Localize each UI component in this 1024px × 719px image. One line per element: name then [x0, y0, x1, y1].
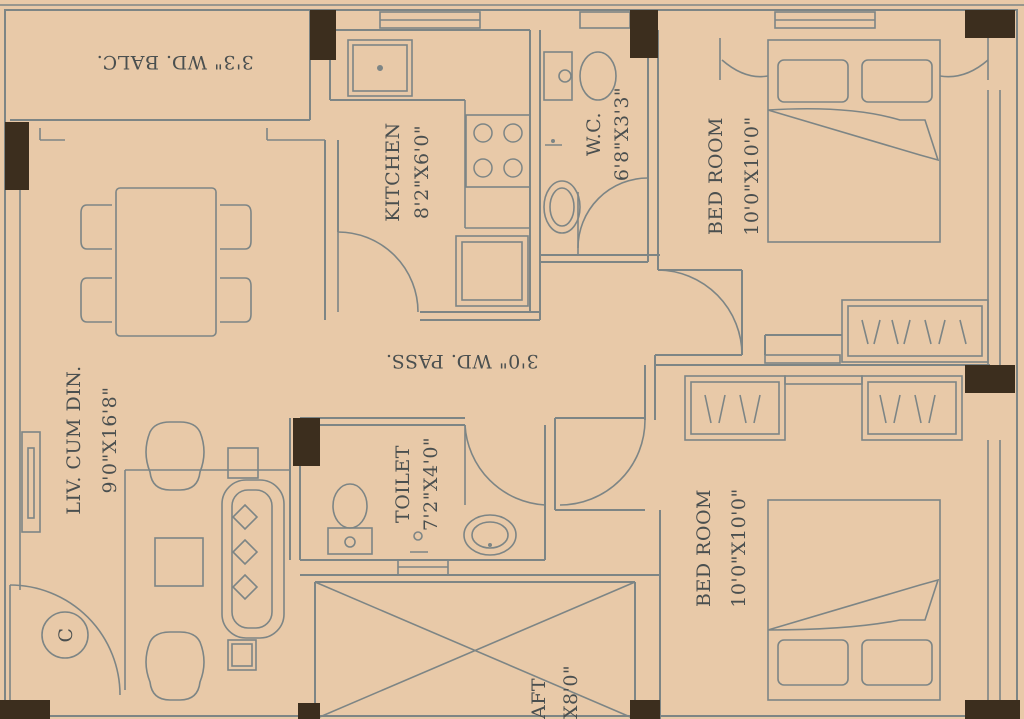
- interior-walls: [10, 10, 990, 719]
- wardrobe-icon: [684, 375, 786, 441]
- bed-icon: [767, 39, 941, 243]
- shaft-size: X8'0": [560, 665, 582, 719]
- kitchen-name: KITCHEN: [382, 122, 404, 221]
- bedroom2-name: BED ROOM: [693, 489, 715, 607]
- coffee-table-icon: [154, 537, 204, 587]
- kitchen-size: 8'2"X6'0": [411, 125, 433, 219]
- bedroom1-furniture: [719, 38, 989, 364]
- armchair-icon: [145, 421, 205, 491]
- wc-size: 6'8"X3'3": [611, 87, 633, 181]
- living-size: 9'0"X16'8": [99, 387, 121, 494]
- bedroom1-size: 10'0"X10'0": [741, 116, 763, 235]
- armchair-icon: [145, 631, 205, 701]
- balcony-name: 3'3" WD. BALC.: [96, 51, 254, 73]
- passage-name: 3'0" WD. PASS.: [385, 350, 538, 372]
- bed-icon: [767, 499, 941, 701]
- wardrobe-icon: [841, 299, 989, 363]
- doors: [9, 177, 743, 700]
- refrigerator-icon: [455, 235, 529, 307]
- cupboard-symbol: C: [41, 611, 89, 659]
- dining-table-icon: [115, 187, 217, 337]
- wc-fixtures: [543, 51, 617, 234]
- shaft-name: AFT: [528, 678, 550, 719]
- toilet-name: TOILET: [392, 445, 414, 523]
- bedroom1-name: BED ROOM: [705, 117, 727, 235]
- stove-icon: [465, 114, 531, 188]
- wc-name: W.C.: [583, 112, 605, 156]
- living-furniture: [21, 421, 285, 701]
- toilet-fixtures: [327, 483, 517, 556]
- kitchen-sink: [347, 39, 413, 97]
- kitchen-fixtures: [347, 39, 531, 307]
- windows: [379, 11, 876, 576]
- bedroom2-size: 10'0"X10'0": [728, 488, 750, 607]
- toilet-basin-icon: [463, 514, 517, 556]
- wc-basin-icon: [543, 180, 581, 234]
- wc-toilet-icon: [579, 51, 617, 101]
- living-name: LIV. CUM DIN.: [63, 365, 85, 514]
- dining-set: [80, 187, 252, 337]
- tv-unit-icon: [21, 431, 41, 533]
- room-labels: 3'3" WD. BALC. KITCHEN 8'2"X6'0" W.C. 6'…: [63, 51, 763, 719]
- toilet-size: 7'2"X4'0": [420, 437, 442, 531]
- wardrobe-icon: [861, 375, 963, 441]
- bedroom2-furniture: [684, 375, 963, 701]
- sofa-icon: [221, 479, 285, 639]
- columns: [0, 10, 1020, 719]
- cupboard-symbol-label: C: [55, 627, 77, 642]
- outer-walls: [0, 4, 1024, 717]
